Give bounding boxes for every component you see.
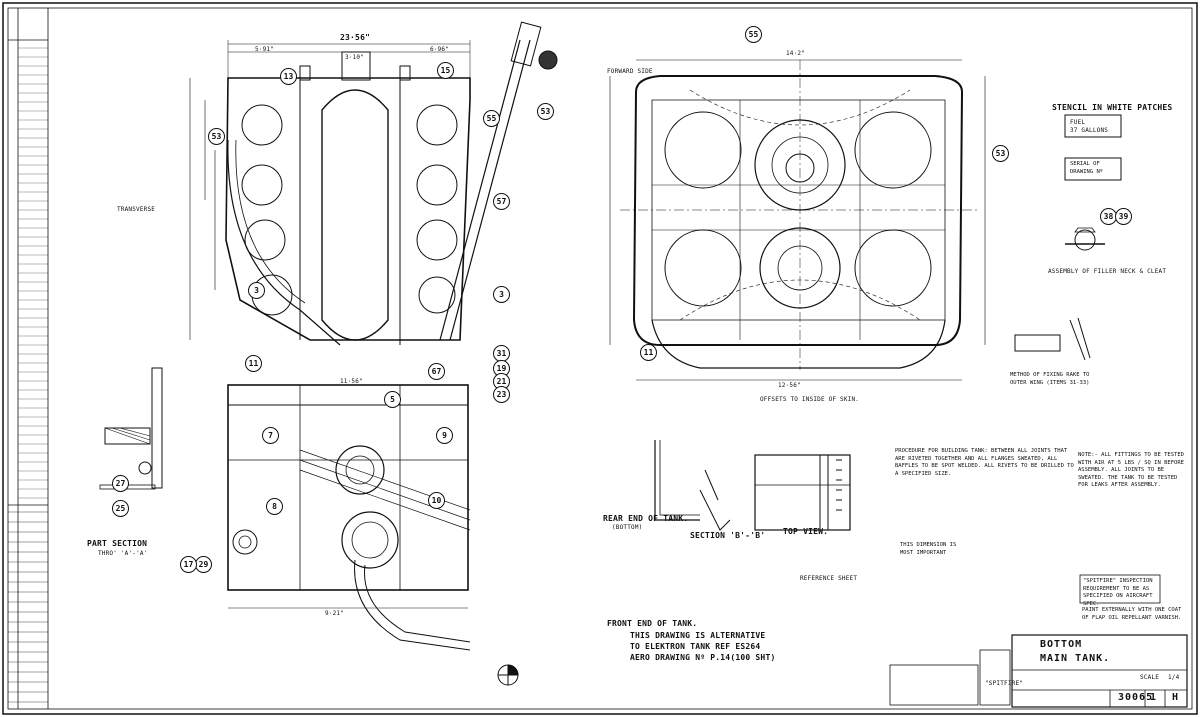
dim-8: 12·56" (778, 382, 801, 389)
item-bubble: 11 (640, 344, 657, 361)
stencil-fuel: FUEL (1070, 119, 1086, 126)
alt-note-1: THIS DRAWING IS ALTERNATIVE (630, 631, 766, 640)
dim-6: 11·56" (340, 378, 363, 385)
rear-end-sub: (BOTTOM) (612, 524, 643, 531)
item-bubble: 55 (745, 26, 762, 43)
dim-1: 5·91" (255, 46, 275, 53)
drawing-title-1: BOTTOM (1040, 639, 1083, 650)
drawing-title-2: MAIN TANK. (1040, 653, 1111, 664)
item-bubble: 15 (437, 62, 454, 79)
item-bubble: 53 (537, 103, 554, 120)
assembly-filler-label: ASSEMBLY OF FILLER NECK & CLEAT (1048, 268, 1167, 275)
front-end-symbol (497, 664, 519, 686)
overall-dimension: 23·56" (340, 33, 371, 42)
dim-2: 3·10" (345, 54, 365, 61)
dim-3: 6·96" (430, 46, 450, 53)
revision-column (8, 8, 49, 709)
side-elevation (189, 21, 558, 346)
dimension-note: THIS DIMENSION IS MOST IMPORTANT (900, 542, 957, 556)
item-bubble: 25 (112, 500, 129, 517)
aircraft-name: "SPITFIRE" (985, 680, 1024, 687)
lower-section-view (227, 384, 471, 651)
transverse-label: TRANSVERSE (117, 206, 156, 213)
drawing-number: 30065 (1118, 692, 1154, 703)
sheet-number: 1 (1150, 692, 1158, 703)
part-section-sub: THRO' 'A'-'A' (98, 550, 148, 557)
forward-side-label: FORWARD SIDE (607, 68, 653, 75)
item-bubble: 7 (262, 427, 279, 444)
title-block-frame (889, 574, 1188, 708)
offsets-note: OFFSETS TO INSIDE OF SKIN. (760, 396, 860, 403)
item-bubble: 11 (245, 355, 262, 372)
item-bubble: 53 (208, 128, 225, 145)
stencil-gallons: 37 GALLONS (1070, 127, 1109, 134)
scale-label: SCALE (1140, 674, 1160, 681)
stencil-title: STENCIL IN WHITE PATCHES (1052, 103, 1173, 112)
pipe-fitting-detail (99, 367, 163, 490)
item-bubble: 17 (180, 556, 197, 573)
item-bubble: 3 (493, 286, 510, 303)
item-bubble: 8 (266, 498, 283, 515)
scale-value: 1/4 (1168, 674, 1180, 681)
item-bubble: 57 (493, 193, 510, 210)
item-bubble: 3 (248, 282, 265, 299)
item-bubble: 9 (436, 427, 453, 444)
item-bubble: 53 (992, 145, 1009, 162)
filler-assembly (1065, 227, 1105, 251)
rear-end-view (654, 440, 700, 521)
section-bb-label: SECTION 'B'-'B' (690, 531, 766, 540)
item-bubble: 13 (280, 68, 297, 85)
spitfire-note: "SPITFIRE" INSPECTION REQUIREMENT TO BE … (1083, 578, 1153, 607)
ref-sheet-note: REFERENCE SHEET (800, 575, 858, 582)
front-end-label: FRONT END OF TANK. (607, 619, 698, 628)
method-fixing-label: METHOD OF FIXING RAKE TO OUTER WING (ITE… (1010, 372, 1090, 386)
rake-fixing-detail (1014, 317, 1091, 361)
item-bubble: 5 (384, 391, 401, 408)
alt-note-2: TO ELEKTRON TANK REF ES264 (630, 642, 761, 651)
top-view-label: TOP VIEW. (783, 527, 829, 536)
alt-note-3: AERO DRAWING Nº P.14(100 SHT) (630, 653, 776, 662)
fittings-note: NOTE:- ALL FITTINGS TO BE TESTED WITH AI… (1078, 452, 1184, 488)
item-bubble: 67 (428, 363, 445, 380)
item-bubble: 55 (483, 110, 500, 127)
item-bubble: 10 (428, 492, 445, 509)
procedure-note: PROCEDURE FOR BUILDING TANK: BETWEEN ALL… (895, 448, 1074, 477)
stencil-serial: SERIAL OF DRAWING Nº (1070, 161, 1104, 175)
dim-7: 14·2" (786, 50, 806, 57)
item-bubble: 29 (195, 556, 212, 573)
paint-note: PAINT EXTERNALLY WITH ONE COAT OF FLAP O… (1082, 607, 1182, 621)
dim-9: 9·21" (325, 610, 345, 617)
plan-view (609, 59, 986, 381)
issue-letter: H (1172, 692, 1180, 703)
rear-end-label: REAR END OF TANK. (603, 514, 689, 523)
item-bubble: 39 (1115, 208, 1132, 225)
item-bubble: 27 (112, 475, 129, 492)
part-section-label: PART SECTION (87, 539, 148, 548)
item-bubble: 21 (493, 373, 510, 390)
section-bb-view (699, 454, 851, 531)
stencil-box (1064, 114, 1122, 181)
item-bubble: 23 (493, 386, 510, 403)
